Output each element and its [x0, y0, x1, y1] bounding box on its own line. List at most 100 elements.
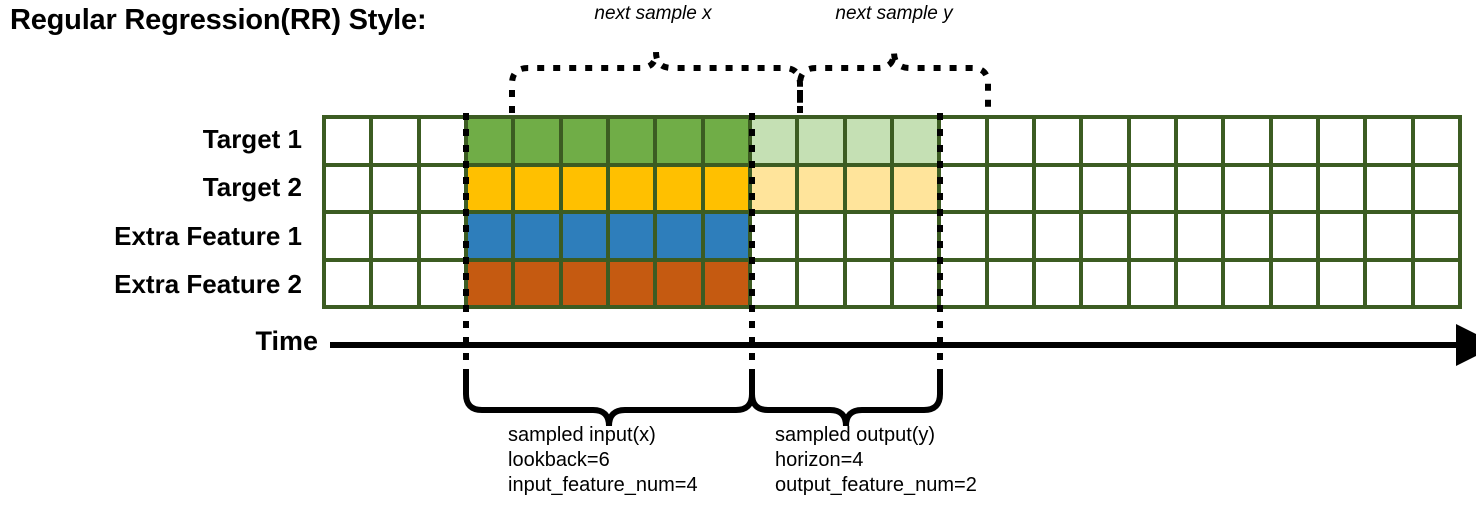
cell-blank [988, 261, 1032, 305]
cell-blank [988, 166, 1032, 210]
cell-blank [988, 119, 1032, 163]
cell-blank [326, 166, 370, 210]
cell-blank [1272, 166, 1316, 210]
caption-output-line-1: sampled output(y) [775, 424, 936, 446]
row-label-extra-feature-2: Extra Feature 2 [114, 269, 302, 300]
cell-input [704, 119, 748, 163]
grid-row-target-2 [326, 166, 1458, 210]
cell-blank [326, 261, 370, 305]
cell-blank [1367, 214, 1411, 258]
cell-input [515, 214, 559, 258]
cell-input [515, 166, 559, 210]
cell-blank [373, 214, 417, 258]
cell-input [609, 261, 654, 305]
cell-blank [941, 119, 985, 163]
cell-blank [1130, 214, 1174, 258]
cell-blank [1414, 261, 1458, 305]
cell-blank [420, 166, 464, 210]
cell-blank [751, 261, 796, 305]
cell-blank [941, 166, 985, 210]
cell-blank [941, 214, 985, 258]
cell-blank [1414, 214, 1458, 258]
annotation-next-sample-y: next sample y [835, 3, 953, 24]
cell-blank [1367, 119, 1411, 163]
cell-blank [1035, 166, 1080, 210]
cell-blank [1035, 261, 1080, 305]
cell-blank [1130, 261, 1174, 305]
cell-blank [420, 119, 464, 163]
cell-blank [941, 261, 985, 305]
cell-blank [1367, 261, 1411, 305]
cell-input [467, 119, 512, 163]
cell-blank [846, 261, 890, 305]
cell-input [657, 166, 701, 210]
cell-output [893, 119, 938, 163]
cell-blank [326, 214, 370, 258]
cell-output [799, 166, 843, 210]
row-label-target-2: Target 2 [202, 172, 302, 203]
cell-blank [799, 261, 843, 305]
cell-blank [1225, 214, 1269, 258]
caption-sampled-input: sampled input(x) lookback=6 input_featur… [508, 423, 698, 498]
row-label-extra-feature-1: Extra Feature 1 [114, 220, 302, 251]
cell-blank [1272, 214, 1316, 258]
grid-row-extra-feature-2 [326, 261, 1458, 305]
cell-output [751, 166, 796, 210]
cell-blank [1414, 119, 1458, 163]
grid-row-extra-feature-1 [326, 214, 1458, 258]
cell-input [704, 214, 748, 258]
cell-input [515, 261, 559, 305]
caption-input-line-3: input_feature_num=4 [508, 474, 698, 496]
cell-input [657, 261, 701, 305]
caption-input-line-2: lookback=6 [508, 449, 610, 471]
cell-blank [1177, 119, 1222, 163]
caption-output-line-2: horizon=4 [775, 449, 864, 471]
cell-blank [1272, 261, 1316, 305]
cell-blank [1130, 166, 1174, 210]
cell-input [562, 261, 606, 305]
cell-blank [373, 119, 417, 163]
brace-next-sample-x [509, 51, 803, 113]
cell-blank [988, 214, 1032, 258]
cell-blank [420, 261, 464, 305]
cell-blank [1225, 166, 1269, 210]
cell-input [657, 214, 701, 258]
cell-blank [1225, 261, 1269, 305]
cell-input [562, 214, 606, 258]
cell-blank [1083, 166, 1127, 210]
cell-input [704, 261, 748, 305]
cell-blank [846, 214, 890, 258]
brace-next-sample-y [797, 51, 991, 113]
annotation-next-sample-x: next sample x [594, 3, 712, 24]
cell-blank [799, 214, 843, 258]
cell-input [704, 166, 748, 210]
cell-blank [1319, 166, 1364, 210]
caption-sampled-output: sampled output(y) horizon=4 output_featu… [775, 423, 977, 498]
cell-output [893, 166, 938, 210]
row-label-column: Target 1 Target 2 Extra Feature 1 Extra … [0, 115, 312, 309]
cell-blank [373, 166, 417, 210]
brace-sampled-output [749, 369, 943, 427]
row-label-target-1: Target 1 [202, 123, 302, 154]
cell-output [751, 119, 796, 163]
cell-blank [1130, 119, 1174, 163]
cell-blank [326, 119, 370, 163]
cell-blank [1367, 166, 1411, 210]
cell-input [562, 119, 606, 163]
cell-blank [893, 214, 938, 258]
cell-blank [1225, 119, 1269, 163]
caption-input-line-1: sampled input(x) [508, 424, 656, 446]
cell-input [467, 166, 512, 210]
cell-blank [1414, 166, 1458, 210]
cell-blank [373, 261, 417, 305]
cell-input [515, 119, 559, 163]
cell-input [609, 166, 654, 210]
cell-blank [1035, 119, 1080, 163]
cell-blank [1319, 214, 1364, 258]
brace-sampled-input [463, 369, 755, 427]
page-title: Regular Regression(RR) Style: [10, 4, 427, 36]
cell-blank [1319, 119, 1364, 163]
cell-blank [1083, 119, 1127, 163]
cell-blank [1272, 119, 1316, 163]
